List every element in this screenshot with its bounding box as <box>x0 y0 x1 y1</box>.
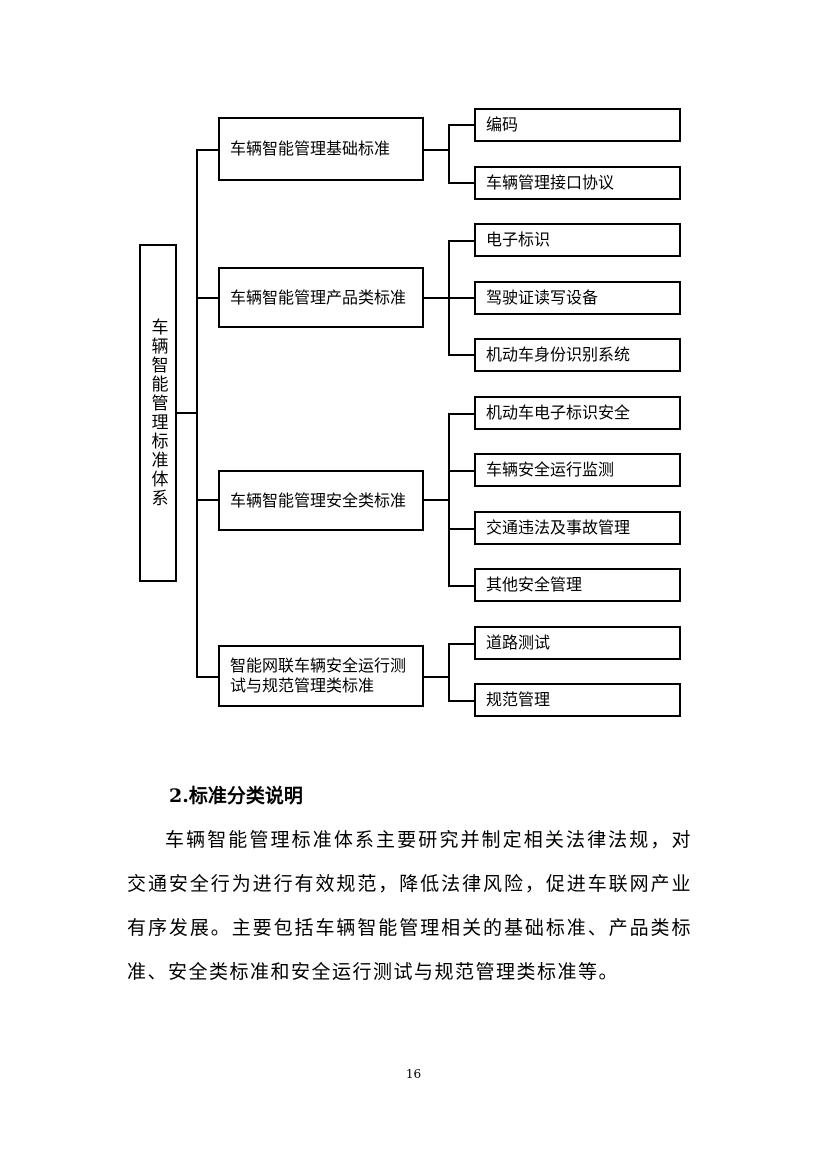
connector-branch <box>424 676 450 678</box>
leaf-label: 机动车身份识别系统 <box>486 345 631 364</box>
category-box: 智能网联车辆安全运行测试与规范管理类标准 <box>218 645 424 707</box>
leaf-label: 道路测试 <box>486 633 551 652</box>
connector-leaf <box>448 354 474 356</box>
connector-leaf <box>448 240 474 242</box>
category-box: 车辆智能管理安全类标准 <box>218 470 424 531</box>
connector-cat-3 <box>196 676 218 678</box>
leaf-label: 编码 <box>486 115 519 134</box>
connector-trunk <box>196 149 198 678</box>
connector-leaf <box>448 643 474 645</box>
leaf-box: 机动车电子标识安全 <box>474 396 681 430</box>
category-label: 车辆智能管理产品类标准 <box>230 287 407 307</box>
category-box: 车辆智能管理基础标准 <box>218 117 424 181</box>
leaf-label: 车辆管理接口协议 <box>486 173 615 192</box>
leaf-box: 编码 <box>474 108 681 142</box>
section-paragraph: 车辆智能管理标准体系主要研究并制定相关法律法规，对交通安全行为进行有效规范，降低… <box>127 829 692 983</box>
connector-branch <box>424 149 450 151</box>
connector-cat-1 <box>196 297 218 299</box>
connector-leaf <box>448 700 474 702</box>
category-box: 车辆智能管理产品类标准 <box>218 267 424 328</box>
connector-leaf <box>448 182 474 184</box>
category-label: 车辆智能管理基础标准 <box>230 139 391 158</box>
root-node-label: 车辆智能管理标准体系 <box>147 318 168 508</box>
leaf-box: 规范管理 <box>474 683 681 717</box>
connector-cat-2 <box>196 499 218 501</box>
connector-cat-0 <box>196 149 218 151</box>
connector-spine <box>448 413 450 587</box>
leaf-box: 机动车身份识别系统 <box>474 338 681 372</box>
connector-leaf <box>448 413 474 415</box>
root-node: 车辆智能管理标准体系 <box>139 244 177 582</box>
leaf-label: 车辆安全运行监测 <box>486 460 615 479</box>
connector-spine <box>448 643 450 702</box>
leaf-box: 车辆管理接口协议 <box>474 166 681 200</box>
connector-branch <box>424 499 450 501</box>
leaf-label: 机动车电子标识安全 <box>486 403 631 422</box>
leaf-label: 其他安全管理 <box>486 575 583 594</box>
category-label: 智能网联车辆安全运行测试与规范管理类标准 <box>230 656 407 695</box>
category-label: 车辆智能管理安全类标准 <box>230 490 407 510</box>
section-heading: 2.标准分类说明 <box>169 785 303 807</box>
connector-leaf <box>448 585 474 587</box>
leaf-label: 规范管理 <box>486 690 551 709</box>
connector-branch <box>424 297 450 299</box>
leaf-box: 道路测试 <box>474 626 681 660</box>
leaf-box: 其他安全管理 <box>474 568 681 602</box>
connector-root <box>177 412 197 414</box>
connector-leaf <box>448 470 474 472</box>
connector-leaf <box>448 124 474 126</box>
leaf-label: 驾驶证读写设备 <box>486 288 599 307</box>
leaf-box: 电子标识 <box>474 223 681 257</box>
connector-spine <box>448 124 450 184</box>
leaf-box: 交通违法及事故管理 <box>474 511 681 545</box>
leaf-label: 电子标识 <box>486 230 551 249</box>
leaf-box: 车辆安全运行监测 <box>474 453 681 487</box>
leaf-label: 交通违法及事故管理 <box>486 518 631 537</box>
connector-leaf <box>448 297 474 299</box>
leaf-box: 驾驶证读写设备 <box>474 281 681 315</box>
connector-leaf <box>448 528 474 530</box>
page-number: 16 <box>405 1067 422 1081</box>
